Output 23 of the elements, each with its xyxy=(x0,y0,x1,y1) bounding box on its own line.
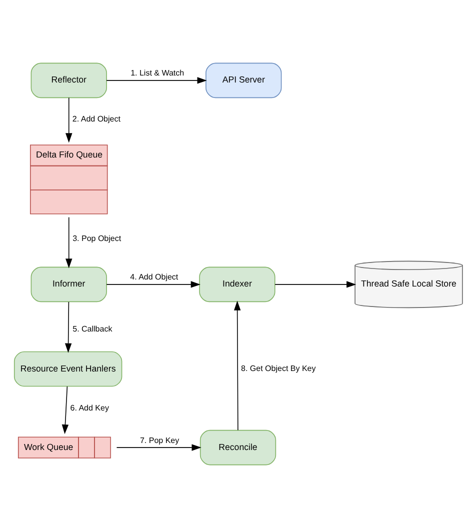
arrow xyxy=(66,97,72,143)
node-box: Resource Event Hanlers xyxy=(14,351,122,387)
node-box: Informer xyxy=(30,266,107,302)
node-box: Indexer xyxy=(199,266,276,302)
edge-label: 2. Add Object xyxy=(72,114,120,124)
node-box: API Server xyxy=(206,62,282,98)
edge-label: 3. Pop Object xyxy=(72,234,122,244)
arrow xyxy=(106,77,207,84)
node-box: Reconcile xyxy=(200,430,276,466)
arrow xyxy=(234,300,241,431)
edge-label: 6. Add Key xyxy=(70,403,109,412)
edge-label: 5. Callback xyxy=(72,324,112,334)
edge-label: 1. List & Watch xyxy=(130,68,184,78)
arrow xyxy=(274,281,356,288)
arrow xyxy=(66,216,72,268)
arrow xyxy=(116,444,202,451)
arrow xyxy=(106,281,200,288)
edge-label: 8. Get Object By Key xyxy=(241,364,316,374)
arrow xyxy=(62,386,69,434)
arrow xyxy=(64,302,72,353)
node-box: Reflector xyxy=(30,62,107,98)
edge-label: 7. Pop Key xyxy=(140,436,180,445)
edge-label: 4. Add Object xyxy=(130,272,178,282)
